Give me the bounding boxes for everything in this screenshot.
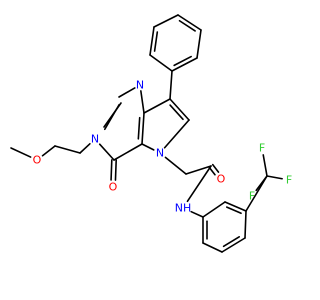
ring-n1-label: N: [136, 79, 144, 92]
bond-cf-f-right: [266, 175, 283, 180]
bond-aryl-inner-1: [225, 206, 242, 215]
bond-n1-c2: [118, 87, 136, 98]
bond-phenyl-inner-5: [173, 55, 192, 67]
amide-oxygen-label: O: [217, 173, 226, 186]
methoxy-oxygen-label: O: [33, 154, 42, 167]
bond-ch2-ch2: [54, 145, 81, 154]
bond-c7a-c7: [143, 98, 171, 114]
bond-c7-c6: [169, 98, 190, 121]
bond-c4-o-a: [110, 159, 113, 181]
bond-c4a-c7a: [141, 112, 145, 145]
bond-phenyl-inner-1: [153, 31, 159, 52]
bond-n5-c4a: [141, 143, 155, 151]
bond-ch2-co: [185, 165, 212, 175]
bond-phenyl-2: [153, 14, 179, 28]
bond-nh-aryl: [190, 210, 204, 218]
bond-c7-c6-inner: [169, 104, 184, 121]
bond-aryl-1: [224, 201, 247, 212]
bond-aryl-inner-3: [222, 236, 241, 248]
bond-aryl-0: [202, 201, 226, 218]
atom-label-layer: O N N O N O NH F F F: [33, 79, 293, 215]
bond-phenyl-0: [149, 54, 173, 72]
bond-c7-phenyl: [169, 70, 173, 100]
molecule-structure: O N N O N O NH F F F: [10, 14, 293, 253]
carbonyl-oxygen-label: O: [109, 181, 118, 194]
bond-c2-n3-inner: [104, 103, 120, 131]
bond-c4a-c7a-inner: [137, 116, 141, 140]
bond-n3-c4: [98, 143, 115, 161]
bond-phenyl-inner-3: [178, 19, 196, 32]
bond-phenyl-5: [171, 57, 198, 72]
bond-c4-c4a: [113, 143, 143, 161]
bond-c7a-n1: [140, 90, 145, 114]
bond-c6-n5: [163, 119, 190, 149]
amide-nh-label: NH: [175, 202, 192, 215]
bond-co-nh: [186, 165, 212, 203]
ring-n3-label: N: [91, 133, 99, 146]
bond-o-ch2: [41, 145, 56, 157]
bond-ch2-n3: [79, 142, 91, 154]
bond-cf-f-bottom: [255, 175, 268, 192]
bond-co-o-b: [211, 163, 220, 173]
bond-n5-ch2: [164, 156, 187, 175]
bond-methyl-o: [10, 147, 32, 158]
fluorine-right-label: F: [286, 174, 292, 187]
bond-c4-o-b: [114, 159, 117, 181]
fluorine-top-label: F: [259, 142, 265, 155]
bond-layer: [10, 14, 283, 253]
bond-aryl-2: [244, 210, 247, 239]
bond-phenyl-4: [196, 29, 202, 59]
bond-phenyl-3: [177, 14, 202, 31]
bond-cf-f-top: [262, 154, 268, 177]
bond-aryl-3: [221, 237, 246, 253]
pyrrole-nitrogen-label: N: [156, 147, 164, 160]
fluorine-bottom-label: F: [249, 190, 255, 203]
bond-aryl-4: [202, 242, 223, 253]
bond-phenyl-1: [149, 26, 155, 56]
